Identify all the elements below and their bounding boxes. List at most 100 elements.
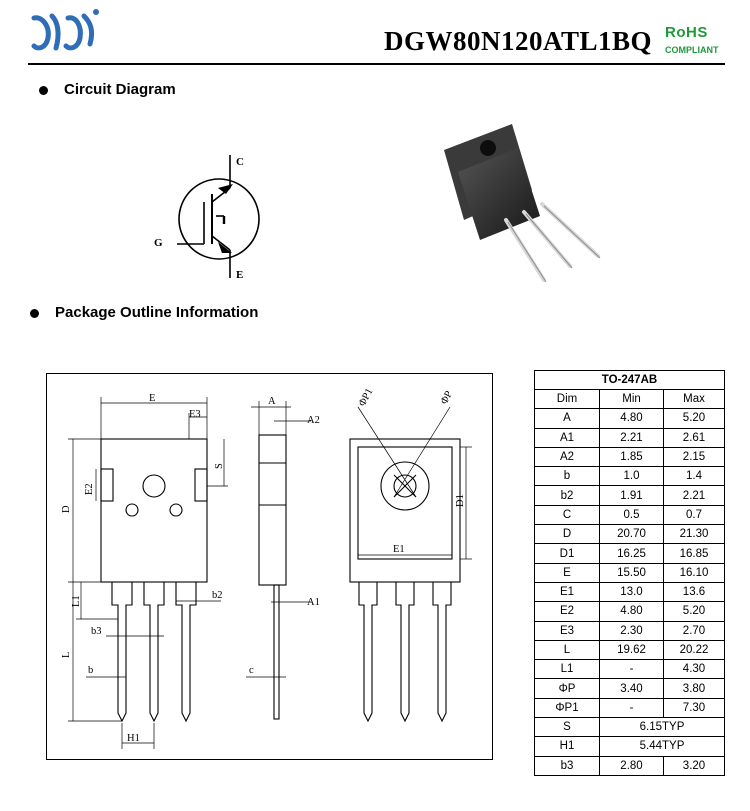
header-dim: Dim bbox=[534, 388, 600, 410]
cell-min: 2.80 bbox=[599, 755, 664, 776]
cell-min: 4.80 bbox=[599, 408, 664, 429]
dim-label-b3: b3 bbox=[91, 626, 102, 637]
pin-g-label: G bbox=[154, 237, 163, 249]
cell-max: 4.30 bbox=[663, 659, 725, 680]
rohs-label: RoHS bbox=[665, 24, 708, 41]
cell-min: - bbox=[599, 659, 664, 680]
cell-max: 1.4 bbox=[663, 466, 725, 487]
table-row: L1-4.30 bbox=[534, 659, 725, 680]
header-min: Min bbox=[599, 388, 664, 410]
cell-min: 16.25 bbox=[599, 543, 664, 564]
cell-typ: 6.15TYP bbox=[599, 717, 725, 738]
pin-e-label: E bbox=[236, 269, 243, 281]
dim-label-d1: D1 bbox=[455, 494, 466, 507]
dim-label-b2: b2 bbox=[212, 590, 223, 601]
cell-max: 3.20 bbox=[663, 755, 725, 776]
cell-dim: b3 bbox=[534, 755, 600, 776]
table-row: ΦP1-7.30 bbox=[534, 697, 725, 719]
cell-min: 15.50 bbox=[599, 562, 664, 583]
cell-max: 16.85 bbox=[663, 543, 725, 564]
cell-dim: A bbox=[534, 408, 600, 429]
dim-label-a1: A1 bbox=[307, 597, 320, 608]
cell-min: 1.0 bbox=[599, 466, 664, 487]
cell-min: 2.30 bbox=[599, 620, 664, 641]
dim-label-a2: A2 bbox=[307, 415, 320, 426]
cell-max: 7.30 bbox=[663, 697, 725, 719]
dim-label-h1: H1 bbox=[127, 733, 140, 744]
rohs-compliant: COMPLIANT bbox=[665, 45, 719, 55]
header-rule bbox=[28, 63, 725, 65]
cell-dim: E bbox=[534, 562, 600, 583]
cell-dim: D1 bbox=[534, 543, 600, 564]
cell-max: 5.20 bbox=[663, 601, 725, 622]
cell-min: 4.80 bbox=[599, 601, 664, 622]
dim-label-e3: E3 bbox=[189, 409, 201, 420]
dim-label-phip: ΦP bbox=[439, 389, 455, 406]
cell-max: 3.80 bbox=[663, 678, 725, 699]
cell-dim: ΦP bbox=[534, 678, 600, 699]
dim-label-b: b bbox=[88, 665, 93, 676]
table-header-row: Dim Min Max bbox=[534, 388, 725, 410]
cell-dim: L1 bbox=[534, 659, 600, 680]
dim-label-e2: E2 bbox=[84, 483, 95, 495]
cell-max: 2.15 bbox=[663, 446, 725, 468]
cell-max: 2.70 bbox=[663, 620, 725, 641]
dim-label-d: D bbox=[61, 505, 72, 513]
rohs-badge: RoHS COMPLIANT bbox=[665, 24, 719, 55]
cell-min: 1.85 bbox=[599, 446, 664, 468]
cell-min: 20.70 bbox=[599, 524, 664, 545]
cell-dim: E2 bbox=[534, 601, 600, 622]
company-logo bbox=[31, 9, 99, 51]
bullet-icon bbox=[39, 86, 48, 95]
cell-max: 5.20 bbox=[663, 408, 725, 429]
pin-c-label: C bbox=[236, 156, 244, 168]
cell-dim: b2 bbox=[534, 485, 600, 506]
cell-min: 13.0 bbox=[599, 581, 664, 603]
cell-dim: ΦP1 bbox=[534, 697, 600, 719]
cell-dim: D bbox=[534, 524, 600, 545]
cell-max: 16.10 bbox=[663, 562, 725, 583]
dim-label-l: L bbox=[61, 652, 72, 658]
cell-min: 19.62 bbox=[599, 639, 664, 661]
cell-min: - bbox=[599, 697, 664, 719]
dim-label-e1: E1 bbox=[393, 544, 405, 555]
cell-min: 3.40 bbox=[599, 678, 664, 699]
outline-drawing: E E3 S E2 D L1 b3 L b b2 H1 A A2 A1 c ΦP… bbox=[61, 387, 472, 749]
cell-dim: A1 bbox=[534, 427, 600, 448]
cell-dim: E3 bbox=[534, 620, 600, 641]
cell-max: 21.30 bbox=[663, 524, 725, 545]
cell-max: 13.6 bbox=[663, 581, 725, 603]
cell-min: 2.21 bbox=[599, 427, 664, 448]
cell-max: 2.61 bbox=[663, 427, 725, 448]
igbt-symbol: C G E bbox=[154, 155, 260, 281]
cell-dim: b bbox=[534, 466, 600, 487]
table-package-title: TO-247AB bbox=[534, 370, 725, 390]
dim-label-a: A bbox=[268, 396, 276, 407]
cell-dim: H1 bbox=[534, 736, 600, 757]
dim-label-e: E bbox=[149, 393, 155, 404]
part-number: DGW80N120ATL1BQ bbox=[383, 26, 652, 56]
cell-dim: E1 bbox=[534, 581, 600, 603]
dim-label-l1: L1 bbox=[71, 595, 82, 607]
cell-max: 20.22 bbox=[663, 639, 725, 661]
dim-label-s: S bbox=[214, 463, 225, 469]
bullet-icon bbox=[30, 309, 39, 318]
cell-dim: A2 bbox=[534, 446, 600, 468]
